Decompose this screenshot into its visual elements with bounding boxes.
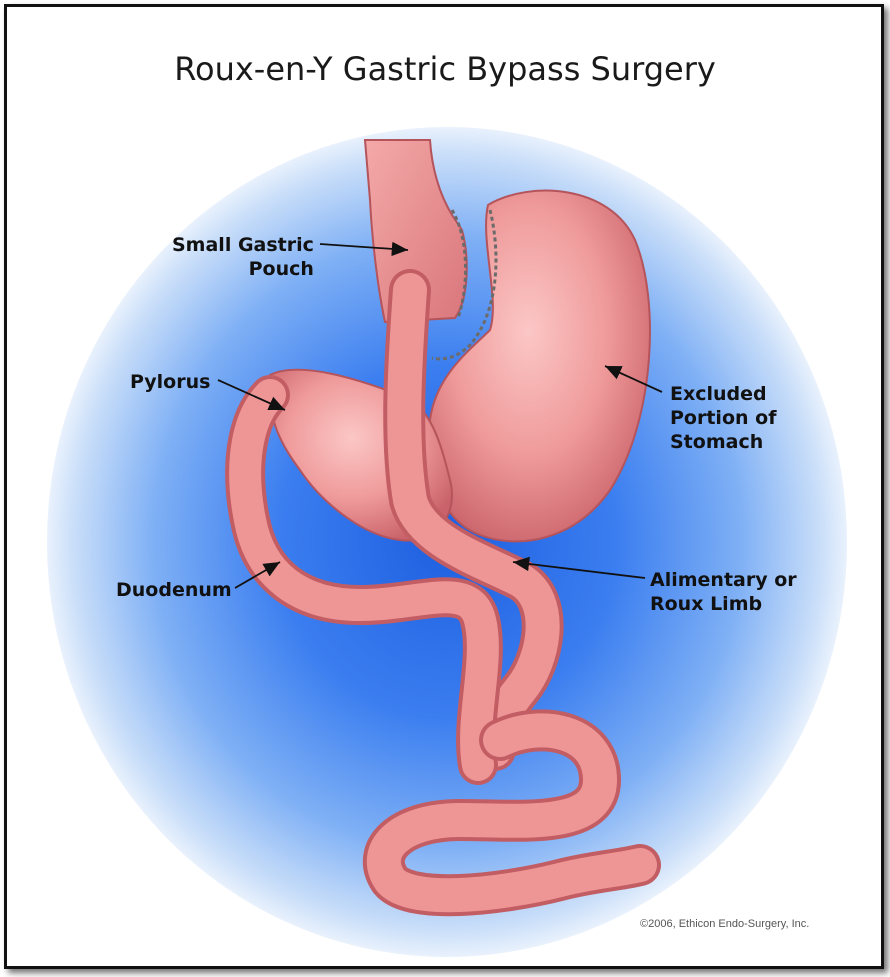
label-roux-limb: Alimentary or Roux Limb <box>650 568 797 616</box>
copyright-notice: ©2006, Ethicon Endo-Surgery, Inc. <box>640 918 810 930</box>
label-line: Stomach <box>670 431 764 453</box>
staple-line-pouch <box>450 209 468 319</box>
label-line: Alimentary or <box>650 569 797 591</box>
arrow-duodenum <box>234 561 281 589</box>
arrow-roux-limb <box>512 556 646 579</box>
label-pylorus: Pylorus <box>130 371 211 393</box>
label-excluded-stomach: Excluded Portion of Stomach <box>670 382 776 454</box>
label-duodenum: Duodenum <box>116 579 232 601</box>
label-line: Excluded <box>670 383 767 405</box>
arrow-pouch <box>319 241 409 257</box>
arrow-excluded-stomach <box>604 365 663 393</box>
figure-title: Roux-en-Y Gastric Bypass Surgery <box>174 50 716 88</box>
arrow-pylorus <box>217 379 286 411</box>
label-line: Small Gastric <box>172 234 314 256</box>
label-line: Roux Limb <box>650 593 763 615</box>
staple-line-stomach <box>431 209 498 361</box>
label-line: Pouch <box>248 258 314 280</box>
label-small-gastric-pouch: Small Gastric Pouch <box>172 233 314 281</box>
label-line: Portion of <box>670 407 777 429</box>
excluded-stomach-shape <box>428 189 651 543</box>
